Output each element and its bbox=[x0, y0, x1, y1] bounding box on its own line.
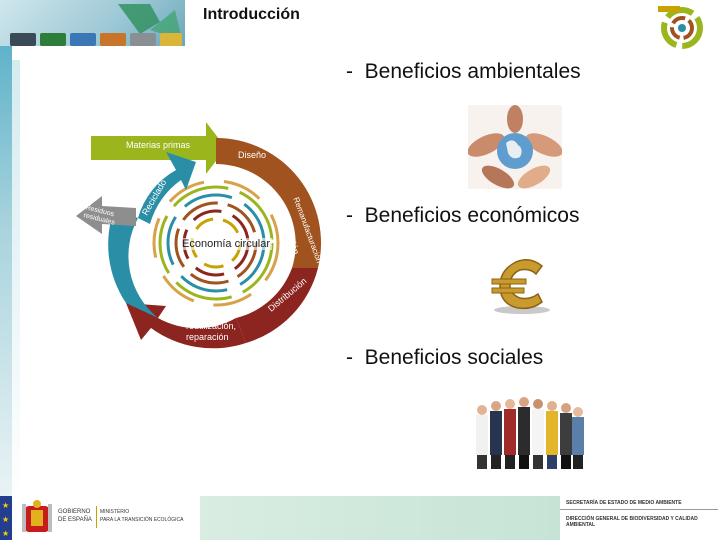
materias-primas-arrow bbox=[91, 122, 226, 174]
footer-secretaria: SECRETARÍA DE ESTADO DE MEDIO AMBIENTE bbox=[566, 500, 682, 506]
label-consumo: Consumo, reutilización, reparación bbox=[186, 310, 237, 342]
svg-text:★: ★ bbox=[2, 529, 9, 538]
left-decorative-band-light bbox=[12, 60, 20, 500]
left-decorative-band bbox=[0, 46, 12, 496]
footer-divider bbox=[96, 506, 97, 528]
eu-stars-icon: ★ ★ ★ bbox=[0, 496, 12, 540]
euro-coin-icon bbox=[491, 259, 550, 314]
spain-coat-of-arms-icon bbox=[22, 500, 52, 532]
circular-economy-logo bbox=[658, 6, 703, 49]
footer-direccion: DIRECCIÓN GENERAL DE BIODIVERSIDAD Y CAL… bbox=[566, 516, 698, 528]
header-image bbox=[0, 0, 185, 46]
hands-globe-photo bbox=[468, 105, 562, 189]
bullet-economicos: - Beneficios económicos bbox=[346, 204, 580, 227]
label-diseno: Diseño bbox=[238, 150, 267, 160]
bullet-sociales: - Beneficios sociales bbox=[346, 346, 544, 369]
footer-secretaria-box: SECRETARÍA DE ESTADO DE MEDIO AMBIENTE bbox=[560, 496, 718, 510]
recycle-bins-graphic bbox=[10, 4, 182, 46]
svg-text:★: ★ bbox=[2, 501, 9, 510]
svg-text:★: ★ bbox=[2, 515, 9, 524]
slide-title: Introducción bbox=[203, 6, 300, 23]
label-materias-primas: Materias primas bbox=[126, 140, 191, 150]
footer-bar bbox=[0, 496, 720, 540]
label-economia-circular: Economía circular bbox=[180, 238, 273, 250]
people-group-photo bbox=[476, 397, 584, 469]
bullet-ambientales: - Beneficios ambientales bbox=[346, 60, 581, 83]
